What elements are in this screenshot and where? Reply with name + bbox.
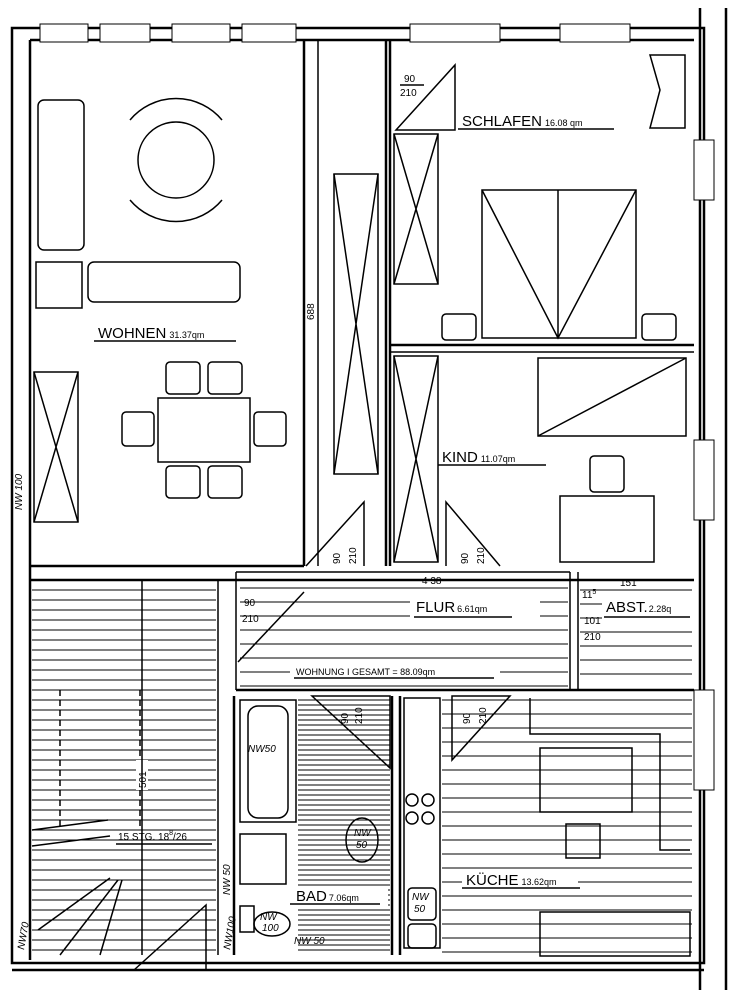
window: [559, 23, 631, 43]
svg-text:NW 100: NW 100: [14, 473, 25, 510]
window: [693, 439, 715, 521]
kitchen-fixtures: [403, 697, 691, 957]
svg-text:100: 100: [262, 923, 279, 934]
svg-text:90: 90: [244, 598, 256, 609]
svg-text:101: 101: [584, 616, 601, 627]
room-name-abst: ABST.2.28q: [606, 599, 671, 616]
window: [241, 23, 297, 43]
dim-151: 151: [620, 578, 637, 589]
svg-text:NW: NW: [412, 892, 430, 903]
svg-text:50: 50: [414, 904, 426, 915]
svg-text:90: 90: [462, 712, 473, 724]
window: [409, 23, 501, 43]
door-labels: 90 210 90 210 101 210 90 210 90 210 90 2…: [242, 74, 601, 724]
windows: [39, 23, 715, 791]
svg-text:NW50: NW50: [248, 744, 276, 755]
dim-438: 4 38: [422, 576, 442, 587]
pipe-labels: NW50 NW 50 NW 50 NW 100 NW 50 NW 50 NW10…: [14, 473, 430, 950]
total-area: WOHNUNG I GESAMT = 88.09qm: [296, 667, 435, 677]
svg-text:90: 90: [460, 552, 471, 564]
svg-text:210: 210: [348, 547, 359, 564]
dim-501: 501: [138, 771, 149, 788]
svg-text:90: 90: [404, 74, 416, 85]
svg-text:210: 210: [478, 707, 489, 724]
furniture-kind: [537, 357, 687, 563]
floor-hatching: [32, 587, 692, 953]
furniture-schlafen: [394, 54, 686, 341]
svg-text:NW100: NW100: [222, 915, 239, 950]
furniture-wohnen: [33, 97, 287, 523]
wardrobes: [333, 133, 439, 563]
dimensions: 688 501 4 38 151 115 15 STG. 188/26: [116, 303, 637, 955]
window: [39, 23, 89, 43]
svg-text:50: 50: [356, 840, 368, 851]
window: [171, 23, 231, 43]
svg-text:90: 90: [332, 552, 343, 564]
svg-text:210: 210: [354, 707, 365, 724]
svg-text:210: 210: [476, 547, 487, 564]
window: [693, 689, 715, 791]
svg-text:90: 90: [340, 712, 351, 724]
bathroom-fixtures: [239, 699, 379, 937]
window: [99, 23, 151, 43]
svg-text:210: 210: [400, 88, 417, 99]
svg-text:210: 210: [584, 632, 601, 643]
svg-text:210: 210: [242, 614, 259, 625]
svg-text:NW: NW: [260, 912, 278, 923]
dim-115: 115: [582, 589, 596, 601]
window: [693, 139, 715, 201]
dim-688: 688: [306, 303, 317, 320]
svg-text:NW 50: NW 50: [222, 864, 233, 895]
svg-text:NW70: NW70: [16, 921, 32, 951]
svg-text:NW: NW: [354, 828, 372, 839]
svg-text:NW 50: NW 50: [294, 936, 325, 947]
stair-label: 15 STG. 188/26: [118, 830, 187, 843]
door-swings: [133, 499, 512, 971]
interior-walls: [30, 40, 694, 955]
